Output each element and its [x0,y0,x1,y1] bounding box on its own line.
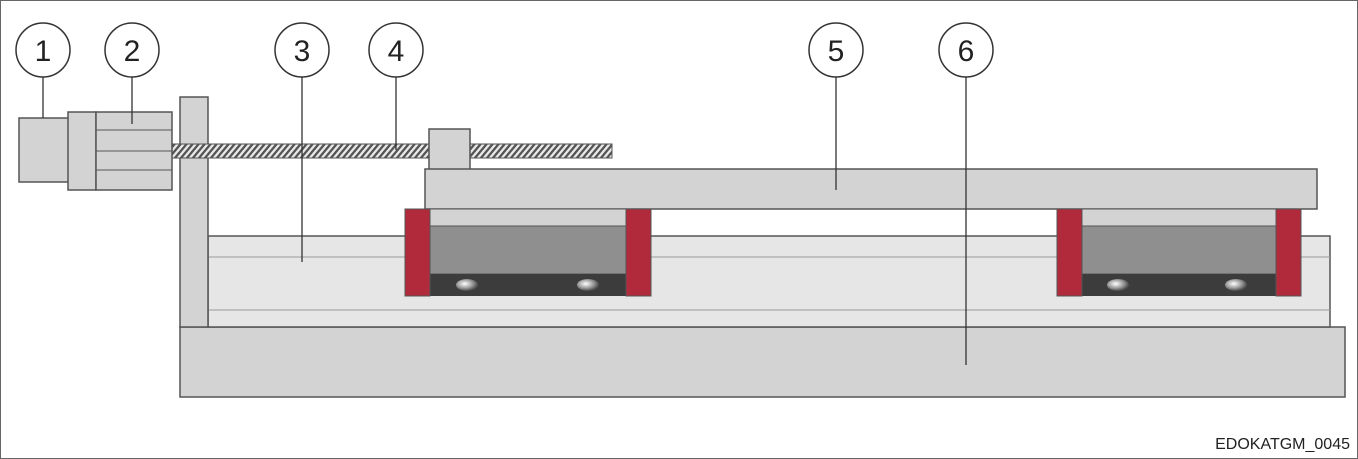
leader-lines [42,77,967,365]
callout-label-3: 3 [294,35,311,68]
callout-label-4: 4 [388,35,405,68]
screw-nut [428,128,471,171]
end-plate [179,96,209,328]
base-plate [179,326,1346,398]
guide-block-left [404,208,652,297]
callout-label-2: 2 [124,35,141,68]
carriage-plate [424,168,1318,210]
callout-label-6: 6 [958,35,975,68]
coupling-flange [67,111,97,191]
reference-code: EDOKATGM_0045 [1215,436,1350,453]
callout-3: 3 [274,22,330,78]
callout-5: 5 [808,22,864,78]
guide-block-right [1056,208,1302,297]
callout-6: 6 [938,22,994,78]
callout-label-5: 5 [828,35,845,68]
callout-label-1: 1 [35,35,52,68]
callout-2: 2 [104,22,160,78]
callout-4: 4 [368,22,424,78]
motor [18,117,70,183]
callout-1: 1 [15,22,71,78]
ball-screw [171,143,613,159]
